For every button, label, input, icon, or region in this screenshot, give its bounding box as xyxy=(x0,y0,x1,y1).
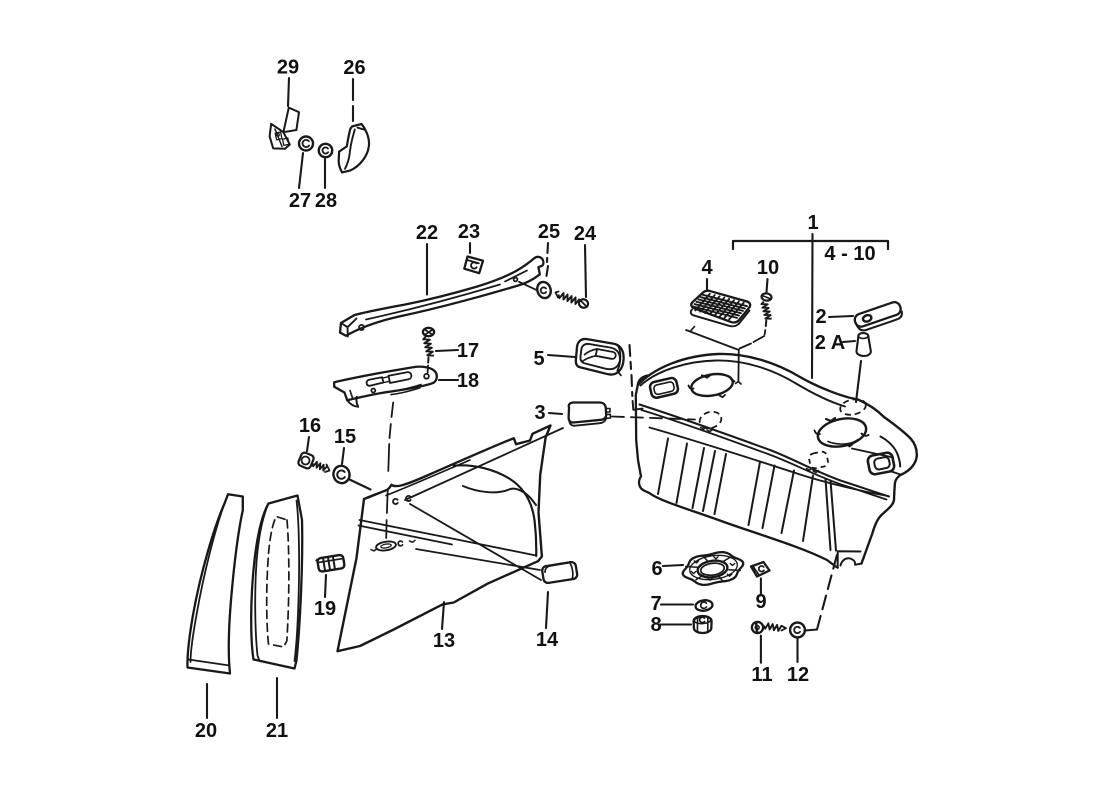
svg-text:26: 26 xyxy=(343,57,365,79)
svg-text:11: 11 xyxy=(751,664,772,686)
svg-text:17: 17 xyxy=(457,340,479,362)
svg-text:2: 2 xyxy=(815,306,826,328)
svg-text:21: 21 xyxy=(266,720,288,742)
svg-text:9: 9 xyxy=(755,591,766,613)
svg-text:28: 28 xyxy=(315,190,337,212)
svg-text:12: 12 xyxy=(787,664,809,686)
svg-text:19: 19 xyxy=(314,598,336,620)
svg-text:15: 15 xyxy=(334,426,356,448)
svg-text:14: 14 xyxy=(536,629,559,651)
svg-text:1: 1 xyxy=(807,212,818,234)
svg-text:24: 24 xyxy=(574,223,597,245)
svg-text:10: 10 xyxy=(757,257,779,279)
svg-text:16: 16 xyxy=(299,415,321,437)
svg-text:25: 25 xyxy=(538,221,560,243)
svg-text:29: 29 xyxy=(277,57,299,79)
svg-text:8: 8 xyxy=(650,614,661,636)
svg-text:5: 5 xyxy=(533,348,544,370)
svg-text:7: 7 xyxy=(650,593,661,615)
svg-text:22: 22 xyxy=(416,222,438,244)
svg-text:18: 18 xyxy=(457,370,479,392)
svg-text:4: 4 xyxy=(701,257,713,279)
svg-text:4 - 10: 4 - 10 xyxy=(824,243,875,265)
svg-text:27: 27 xyxy=(289,190,311,212)
svg-text:2 A: 2 A xyxy=(815,332,845,354)
svg-text:20: 20 xyxy=(195,720,217,742)
svg-text:3: 3 xyxy=(534,402,545,424)
svg-text:6: 6 xyxy=(651,558,662,580)
svg-text:23: 23 xyxy=(458,221,480,243)
svg-text:13: 13 xyxy=(433,630,455,652)
